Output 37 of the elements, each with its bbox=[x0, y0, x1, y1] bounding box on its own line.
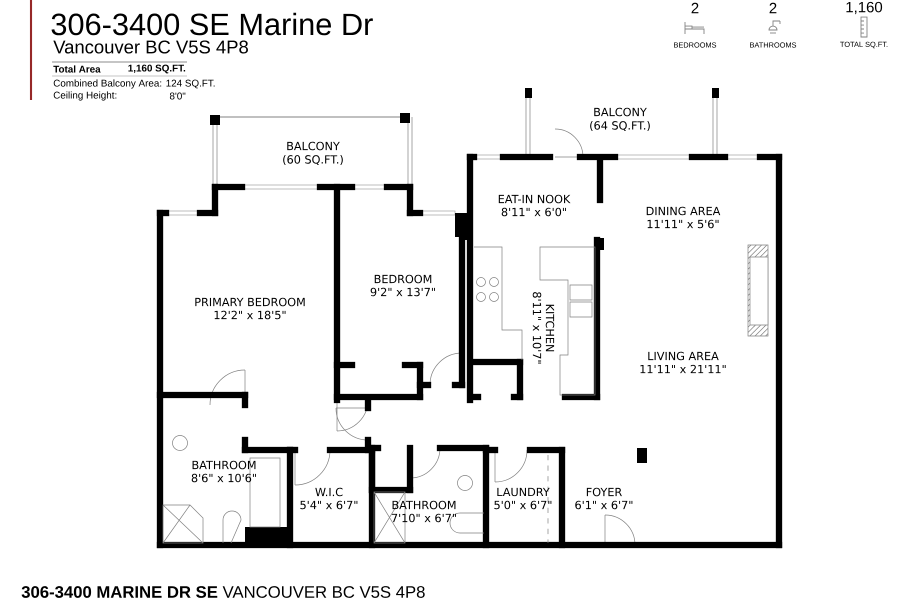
table-cell: 1,160 SQ.FT. bbox=[128, 64, 186, 74]
room-label: DINING AREA bbox=[646, 206, 720, 216]
room-label: LIVING AREA bbox=[648, 352, 719, 360]
room-label: BALCONY bbox=[594, 108, 647, 116]
room-label: FOYER bbox=[586, 488, 622, 496]
room-label: LAUNDRY bbox=[497, 488, 550, 496]
table-cell: Ceiling Height: bbox=[54, 91, 116, 101]
room-dimensions: 8'6" x 10'6" bbox=[192, 474, 256, 482]
room-dimensions: 9'2" x 13'7" bbox=[370, 288, 435, 296]
address-subtitle: Vancouver BC V5S 4P8 bbox=[53, 40, 248, 54]
stat-value: 2 bbox=[770, 2, 776, 14]
table-cell: Total Area bbox=[53, 65, 101, 73]
room-label: BATHROOM bbox=[392, 500, 456, 510]
title: 306-3400 SE Marine Dr bbox=[52, 12, 373, 36]
footer-address: 306-3400 MARINE DR SE VANCOUVER BC V5S 4P8 bbox=[22, 586, 425, 598]
room-dimensions: 8'11" x 10'7" bbox=[532, 292, 542, 364]
stat-value: 1,160 bbox=[846, 2, 882, 14]
room-label: BALCONY bbox=[287, 142, 340, 150]
stat-value: 2 bbox=[692, 2, 698, 14]
room-dimensions: (60 SQ.FT.) bbox=[283, 154, 343, 165]
room-dimensions: 11'11" x 21'11" bbox=[640, 364, 726, 374]
room-label: EAT-IN NOOK bbox=[498, 194, 571, 204]
room-label: PRIMARY BEDROOM bbox=[195, 298, 305, 306]
room-dimensions: 6'1" x 6'7" bbox=[575, 500, 632, 510]
table-cell: 8'0" bbox=[170, 92, 186, 100]
room-dimensions: 12'2" x 18'5" bbox=[214, 310, 286, 320]
room-label: W.I.C bbox=[315, 488, 342, 496]
room-dimensions: 5'0" x 6'7" bbox=[494, 500, 552, 510]
room-dimensions: 8'11" x 6'0" bbox=[502, 208, 566, 216]
room-dimensions: 7'10" x 6'7" bbox=[392, 514, 456, 522]
room-dimensions: 11'11" x 5'6" bbox=[648, 220, 719, 228]
room-label: KITCHEN bbox=[546, 304, 554, 352]
table-cell: Combined Balcony Area: 124 SQ.FT. bbox=[54, 79, 215, 89]
room-dimensions: 5'4" x 6'7" bbox=[300, 500, 358, 510]
room-dimensions: (64 SQ.FT.) bbox=[590, 120, 650, 132]
room-label: BEDROOM bbox=[374, 274, 432, 284]
room-label: BATHROOM bbox=[192, 460, 256, 470]
